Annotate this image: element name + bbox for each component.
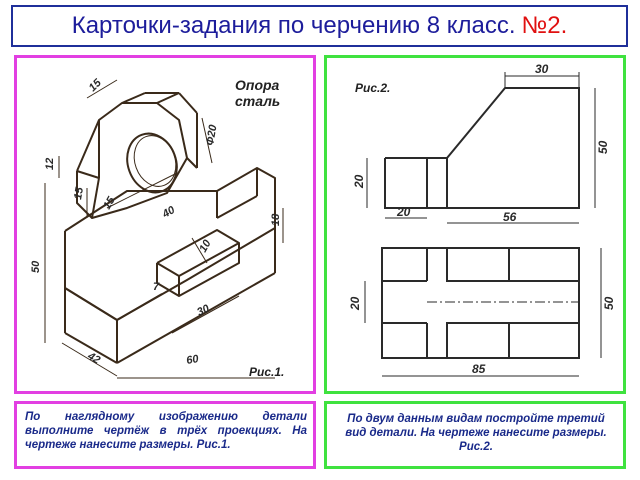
dim-15-left: 15 — [72, 186, 86, 201]
task1-text: По наглядному изображению детали выполни… — [25, 411, 307, 451]
dim2-20-front: 20 — [352, 174, 366, 189]
dim2-56: 56 — [503, 210, 517, 224]
dim-12: 12 — [44, 158, 56, 170]
isometric-drawing: 15 Ф20 12 15 15 40 50 18 10 7 30 42 60 О… — [30, 76, 284, 379]
dim-7: 7 — [153, 281, 160, 293]
isometric-drawing-panel: 15 Ф20 12 15 15 40 50 18 10 7 30 42 60 О… — [14, 55, 316, 394]
title-banner: Карточки-задания по черчению 8 класс. №2… — [11, 5, 628, 47]
dim-18: 18 — [270, 213, 282, 226]
task2-box: По двум данным видам постройте третий ви… — [324, 401, 626, 469]
dim-60: 60 — [185, 353, 200, 367]
task2-text: По двум данным видам постройте третий ви… — [345, 413, 607, 453]
dim-15-mid: 15 — [101, 194, 118, 211]
dim-15-top: 15 — [87, 76, 105, 94]
dim2-20-side: 20 — [348, 296, 362, 311]
dim2-85: 85 — [472, 362, 486, 376]
figure2-caption: Рис.2. — [355, 81, 390, 95]
card-number: №2. — [521, 12, 568, 39]
orthographic-views-panel: 30 50 20 20 56 20 50 85 Рис.2. — [324, 55, 626, 394]
dim2-50-top: 50 — [602, 296, 616, 310]
dim-30: 30 — [195, 302, 212, 318]
dim-40: 40 — [160, 204, 178, 221]
dim2-20-top: 20 — [396, 205, 411, 219]
orthographic-drawing: 30 50 20 20 56 20 50 85 Рис.2. — [348, 62, 616, 377]
figure1-caption: Рис.1. — [249, 365, 284, 379]
dim2-30: 30 — [535, 62, 549, 76]
task1-box: По наглядному изображению детали выполни… — [14, 401, 316, 469]
dim-50: 50 — [30, 260, 42, 273]
dim2-50-front: 50 — [596, 140, 610, 154]
dim-f20: Ф20 — [204, 123, 220, 146]
page-title: Карточки-задания по черчению 8 класс. — [71, 12, 516, 39]
dim-42: 42 — [85, 350, 102, 367]
part-name: Опора — [235, 77, 280, 93]
part-material: сталь — [235, 93, 280, 109]
